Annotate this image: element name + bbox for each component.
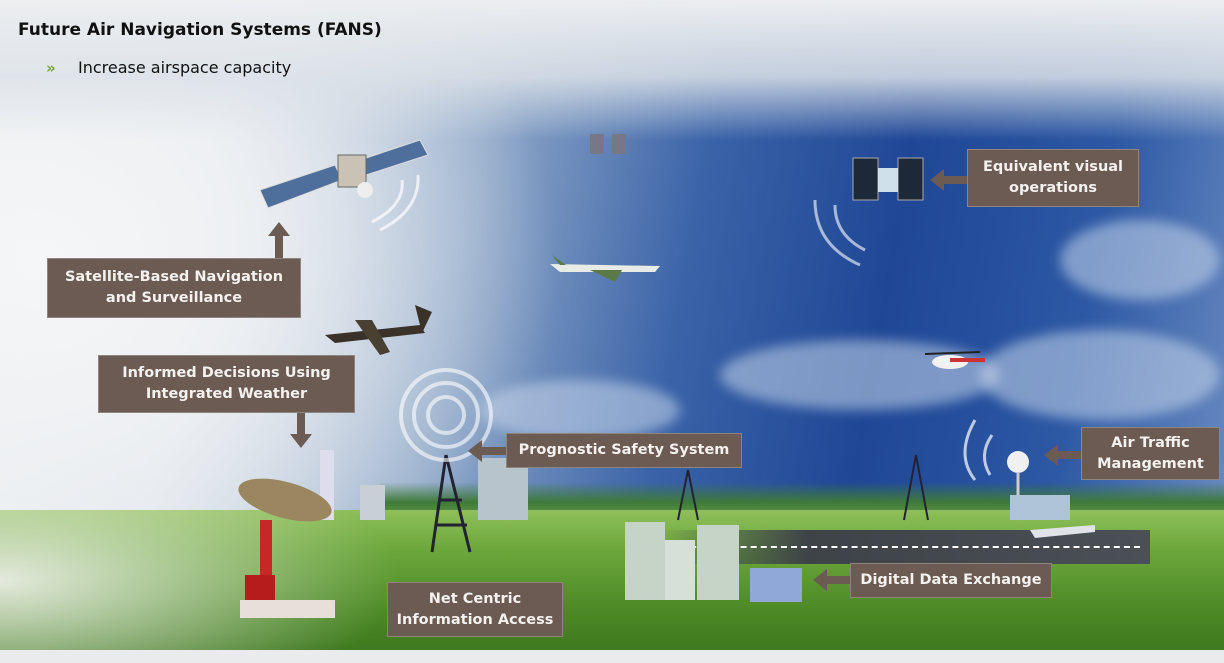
cloud [480, 380, 680, 440]
label-line: operations [1009, 180, 1097, 196]
label-line: Equivalent visual [982, 159, 1124, 175]
page-title: Future Air Navigation Systems (FANS) [18, 20, 382, 40]
bullet-item: » Increase airspace capacity [46, 58, 291, 77]
bullet-text: Increase airspace capacity [78, 58, 292, 77]
label-equivalent-visual-operations: Equivalent visual operations [967, 149, 1139, 207]
cloud [720, 340, 1000, 410]
label-integrated-weather: Informed Decisions Using Integrated Weat… [98, 355, 355, 413]
label-line: Management [1097, 455, 1204, 472]
arrow-left-icon [930, 169, 967, 191]
label-line: Integrated Weather [145, 386, 308, 402]
runway [660, 530, 1150, 564]
label-line: Net Centric [428, 590, 522, 607]
arrows [268, 169, 1081, 591]
label-digital-data-exchange: Digital Data Exchange [850, 563, 1052, 598]
bottom-bar [0, 650, 1224, 663]
arrow-left-icon [1044, 444, 1081, 466]
arrow-left-icon [468, 440, 506, 462]
helicopter-icon [924, 351, 985, 369]
label-line: Digital Data Exchange [860, 572, 1042, 588]
arrow-down-icon [290, 413, 312, 448]
cloud-layer [0, 0, 1224, 140]
satellite-icon [813, 157, 924, 267]
cloud [980, 330, 1220, 420]
runway-plane-icon [1030, 525, 1095, 538]
label-line: Information Access [396, 611, 554, 628]
label-line: and Surveillance [105, 290, 243, 306]
radio-tower-icon [399, 368, 493, 553]
arrow-up-icon [268, 222, 290, 258]
buildings-icon [320, 450, 802, 602]
label-line: Satellite-Based Navigation [64, 269, 284, 285]
satellite-small-icon [590, 134, 626, 154]
label-satellite-navigation: Satellite-Based Navigation and Surveilla… [47, 258, 301, 318]
tower-icon [677, 454, 929, 521]
satellite-icon [259, 139, 429, 232]
label-prognostic-safety: Prognostic Safety System [506, 433, 742, 468]
arrow-left-icon [813, 569, 850, 591]
label-air-traffic-management: Air Traffic Management [1081, 427, 1220, 480]
label-line: Informed Decisions Using [122, 365, 331, 381]
double-chevron-icon: » [46, 58, 56, 77]
label-net-centric: Net Centric Information Access [387, 582, 563, 637]
small-plane-icon [325, 305, 432, 355]
airliner-icon [550, 255, 660, 282]
weather-radar-dish-icon [238, 478, 335, 618]
cloud [1060, 220, 1220, 300]
label-line: Air Traffic [1111, 434, 1190, 451]
label-line: Prognostic Safety System [518, 442, 730, 458]
atm-radar-icon [963, 419, 1070, 520]
